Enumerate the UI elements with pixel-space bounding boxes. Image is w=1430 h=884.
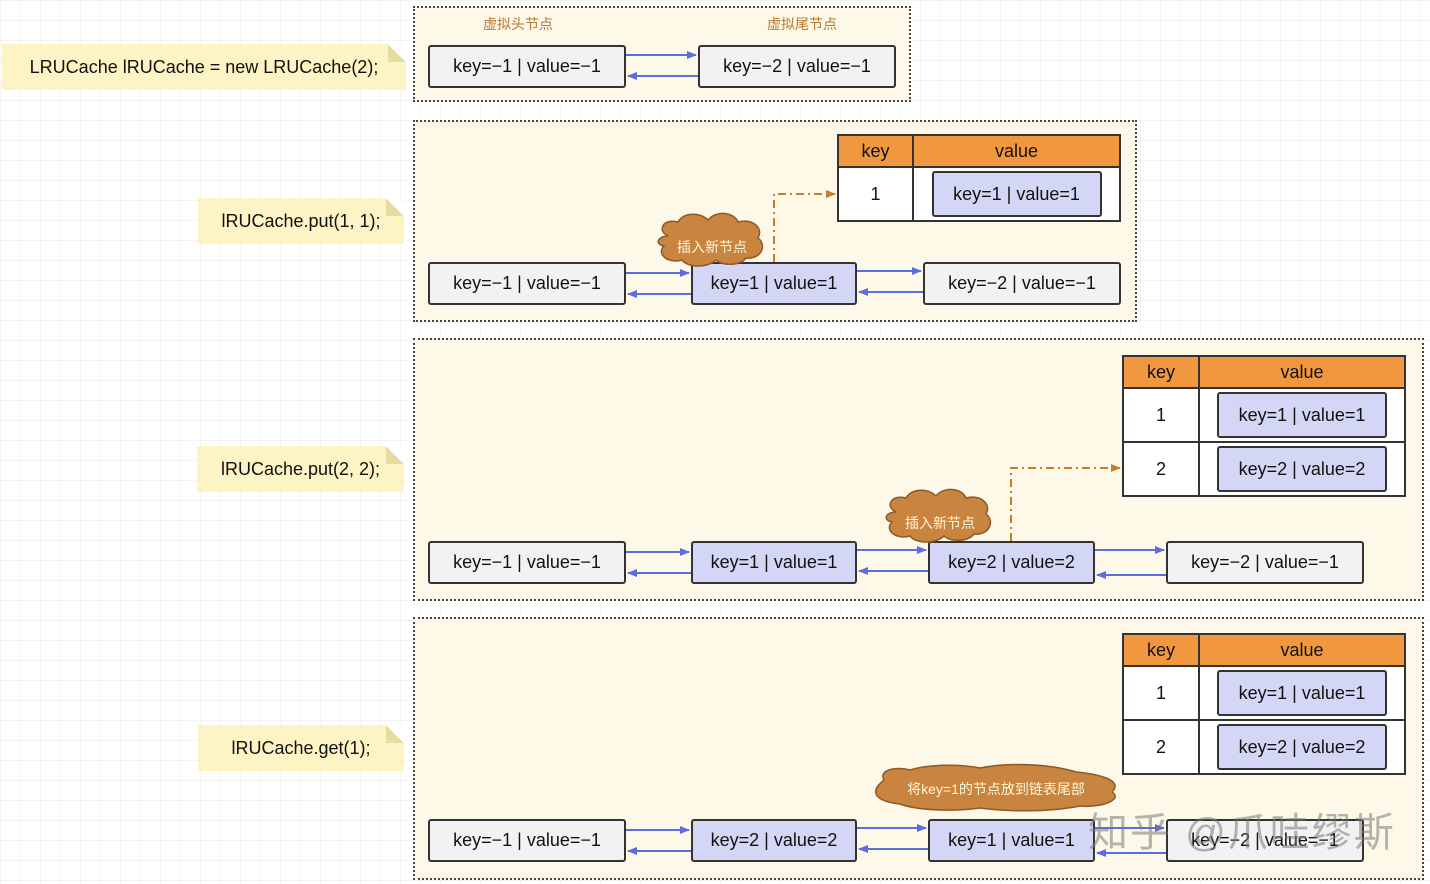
code-text: lRUCache.get(1); xyxy=(231,737,371,758)
list-node-virtual-tail: key=−2 | value=−1 xyxy=(1166,819,1364,862)
code-note-put-2: lRUCache.put(2, 2); xyxy=(197,446,404,492)
table-value-cell: key=1 | value=1 xyxy=(1198,387,1406,443)
code-text: lRUCache.put(1, 1); xyxy=(221,210,381,231)
list-node-virtual-head: key=−1 | value=−1 xyxy=(428,819,626,862)
table-value-cell: key=2 | value=2 xyxy=(1198,441,1406,497)
table-header-value: value xyxy=(912,134,1121,168)
list-node-virtual-tail: key=−2 | value=−1 xyxy=(1166,541,1364,584)
list-node-virtual-tail: key=−2 | value=−1 xyxy=(698,45,896,88)
table-value-cell: key=2 | value=2 xyxy=(1198,719,1406,775)
code-note-get-1: lRUCache.get(1); xyxy=(198,725,404,771)
table-value-node: key=1 | value=1 xyxy=(1217,392,1387,438)
hash-map-link-arrow xyxy=(1010,464,1121,541)
cloud-shape xyxy=(875,763,1116,812)
hash-map-link-arrow xyxy=(773,190,836,262)
table-value-node: key=2 | value=2 xyxy=(1217,724,1387,770)
code-text: lRUCache.put(2, 2); xyxy=(220,458,381,479)
table-value-cell: key=1 | value=1 xyxy=(912,166,1121,222)
table-value-node: key=1 | value=1 xyxy=(1217,670,1387,716)
code-note-put-1: lRUCache.put(1, 1); xyxy=(198,198,404,244)
virtual-tail-label: 虚拟尾节点 xyxy=(767,16,837,32)
code-note-constructor: LRUCache lRUCache = new LRUCache(2); xyxy=(2,44,406,90)
list-node: key=1 | value=1 xyxy=(691,541,857,584)
list-node: key=2 | value=2 xyxy=(691,819,857,862)
table-value-node: key=1 | value=1 xyxy=(931,171,1102,217)
cloud-label-insert: 插入新节点 xyxy=(905,515,975,531)
table-value-node: key=2 | value=2 xyxy=(1217,446,1387,492)
virtual-head-label: 虚拟头节点 xyxy=(483,16,553,32)
cloud-shape xyxy=(657,212,764,267)
cloud-label-insert: 插入新节点 xyxy=(677,239,747,255)
list-node-virtual-head: key=−1 | value=−1 xyxy=(428,45,626,88)
list-node-virtual-head: key=−1 | value=−1 xyxy=(428,262,626,305)
code-text: LRUCache lRUCache = new LRUCache(2); xyxy=(29,56,379,77)
table-header-key: key xyxy=(837,134,914,168)
list-node-new: key=2 | value=2 xyxy=(928,541,1095,584)
cloud-shape xyxy=(885,488,992,543)
cloud-label-move-to-tail: 将key=1的节点放到链表尾部 xyxy=(907,781,1085,797)
table-header-value: value xyxy=(1198,633,1406,667)
table-key-cell: 2 xyxy=(1122,441,1200,497)
list-node-virtual-head: key=−1 | value=−1 xyxy=(428,541,626,584)
list-node-new: key=1 | value=1 xyxy=(691,262,857,305)
list-node-moved: key=1 | value=1 xyxy=(928,819,1095,862)
table-value-cell: key=1 | value=1 xyxy=(1198,665,1406,721)
list-node-virtual-tail: key=−2 | value=−1 xyxy=(923,262,1121,305)
watermark-text: 知乎 @爪哇缪斯 xyxy=(1088,811,1396,855)
